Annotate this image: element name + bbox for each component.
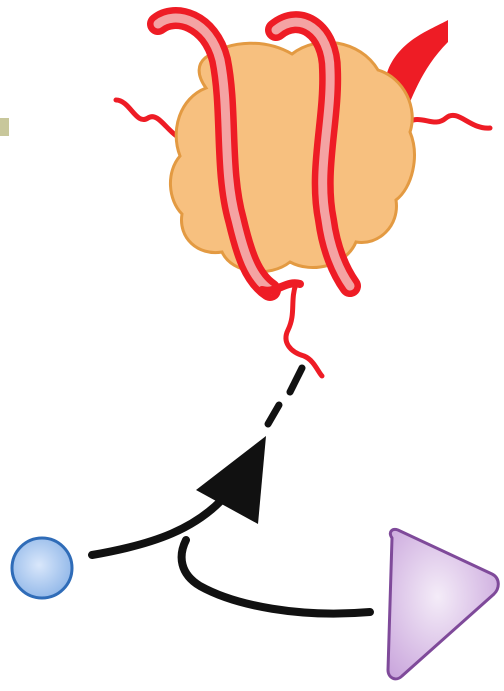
purple-triangle-node xyxy=(388,529,498,678)
triangle-connector xyxy=(182,540,370,614)
bottom-tail xyxy=(286,284,322,376)
blue-circle-node xyxy=(12,538,72,598)
corner-marker xyxy=(0,118,9,136)
arrow-dash-1 xyxy=(290,368,302,392)
right-tail xyxy=(402,115,490,128)
protein-blob xyxy=(170,42,414,271)
arrow-dash-2 xyxy=(268,405,279,424)
